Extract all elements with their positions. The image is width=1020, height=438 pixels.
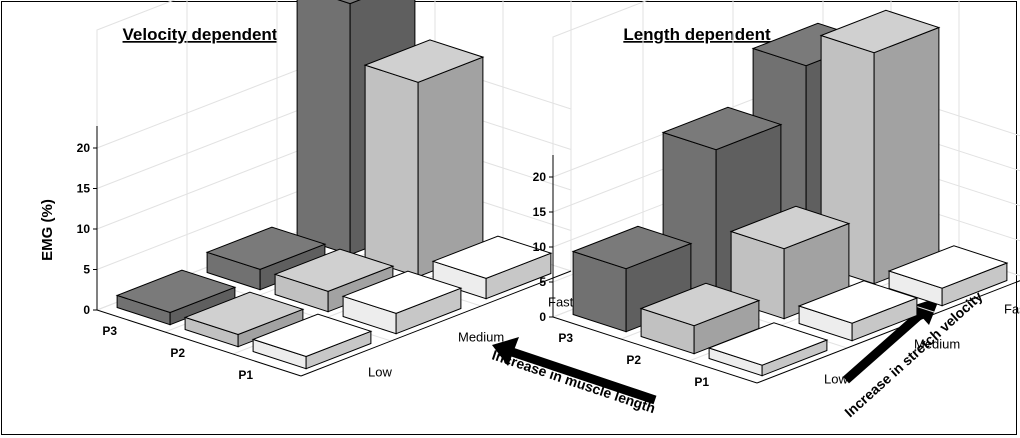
- bar-p1-medium: [341, 270, 463, 335]
- bar-p3-fast-front-face: [296, 0, 351, 256]
- bar-p3-low-top-face: [115, 269, 237, 314]
- y-tick-label: 10: [533, 240, 547, 254]
- y-axis-label: EMG (%): [39, 199, 56, 261]
- bar-p2-medium-top-face: [273, 248, 395, 292]
- y-tick-label: 5: [83, 263, 90, 277]
- y-tick-label: 5: [539, 275, 546, 289]
- bar-p1-low: [707, 322, 829, 377]
- row-label-p1: P1: [694, 375, 709, 389]
- row-label-p3: P3: [558, 331, 573, 345]
- column-label-fast: Fast: [1004, 302, 1020, 317]
- row-axis-line: [552, 316, 758, 384]
- column-axis-line: [300, 270, 572, 377]
- bar-p1-medium-top-face: [341, 270, 463, 314]
- bar-p2-fast-side-face: [417, 56, 484, 278]
- bar-p3-medium-top-face: [205, 226, 327, 270]
- y-tick-label: 0: [83, 303, 90, 317]
- bar-p1-low-top-face: [251, 313, 373, 358]
- bar-p3-fast-top-face: [337, 0, 361, 5]
- bar-p2-low: [639, 282, 761, 355]
- bar-p2-fast-side-face: [873, 26, 940, 285]
- bar-p2-fast: [363, 39, 485, 278]
- bar-p1-medium-top-face: [797, 280, 919, 324]
- bar-p3-low-top-face: [571, 225, 693, 270]
- column-label-low: Low: [824, 372, 848, 387]
- arrow-muscle-length: [492, 337, 657, 405]
- bar-p3-medium-top-face: [661, 106, 783, 151]
- y-tick-label: 20: [533, 170, 547, 184]
- y-tick-label: 15: [533, 205, 547, 219]
- column-label-fast: Fast: [548, 295, 574, 310]
- bar-p2-low-top-face: [639, 282, 761, 327]
- bar-p2-fast-top-face: [363, 39, 485, 83]
- bar-p3-low: [115, 269, 237, 326]
- column-label-medium: Medium: [458, 330, 504, 345]
- column-label-low: Low: [368, 365, 392, 380]
- row-label-p2: P2: [626, 353, 641, 367]
- y-tick-label: 0: [539, 310, 546, 324]
- chart-title-length: Length dependent: [623, 25, 771, 44]
- column-axis-line: [756, 280, 1020, 384]
- bar-p1-low-top-face: [707, 322, 829, 366]
- chart-title-velocity: Velocity dependent: [123, 25, 278, 44]
- bar-p2-fast-top-face: [819, 9, 941, 54]
- bar-p1-low: [251, 313, 373, 370]
- y-tick-label: 15: [77, 182, 91, 196]
- y-tick-label: 20: [77, 141, 91, 155]
- row-axis-line: [96, 309, 302, 377]
- bar-p2-low-top-face: [183, 291, 305, 336]
- bar-p1-fast-top-face: [431, 235, 553, 279]
- bar-p2-medium-top-face: [729, 205, 851, 250]
- bar-p1-fast-top-face: [887, 245, 1009, 289]
- y-tick-label: 10: [77, 222, 91, 236]
- row-label-p2: P2: [170, 346, 185, 360]
- bar-p1-medium: [797, 280, 919, 342]
- bar-p2-fast-front-face: [364, 64, 419, 278]
- row-label-p1: P1: [238, 368, 253, 382]
- column-label-medium: Medium: [914, 337, 960, 352]
- bar-p1-fast: [431, 235, 553, 300]
- row-label-p3: P3: [102, 324, 117, 338]
- bar-p1-fast: [887, 245, 1009, 307]
